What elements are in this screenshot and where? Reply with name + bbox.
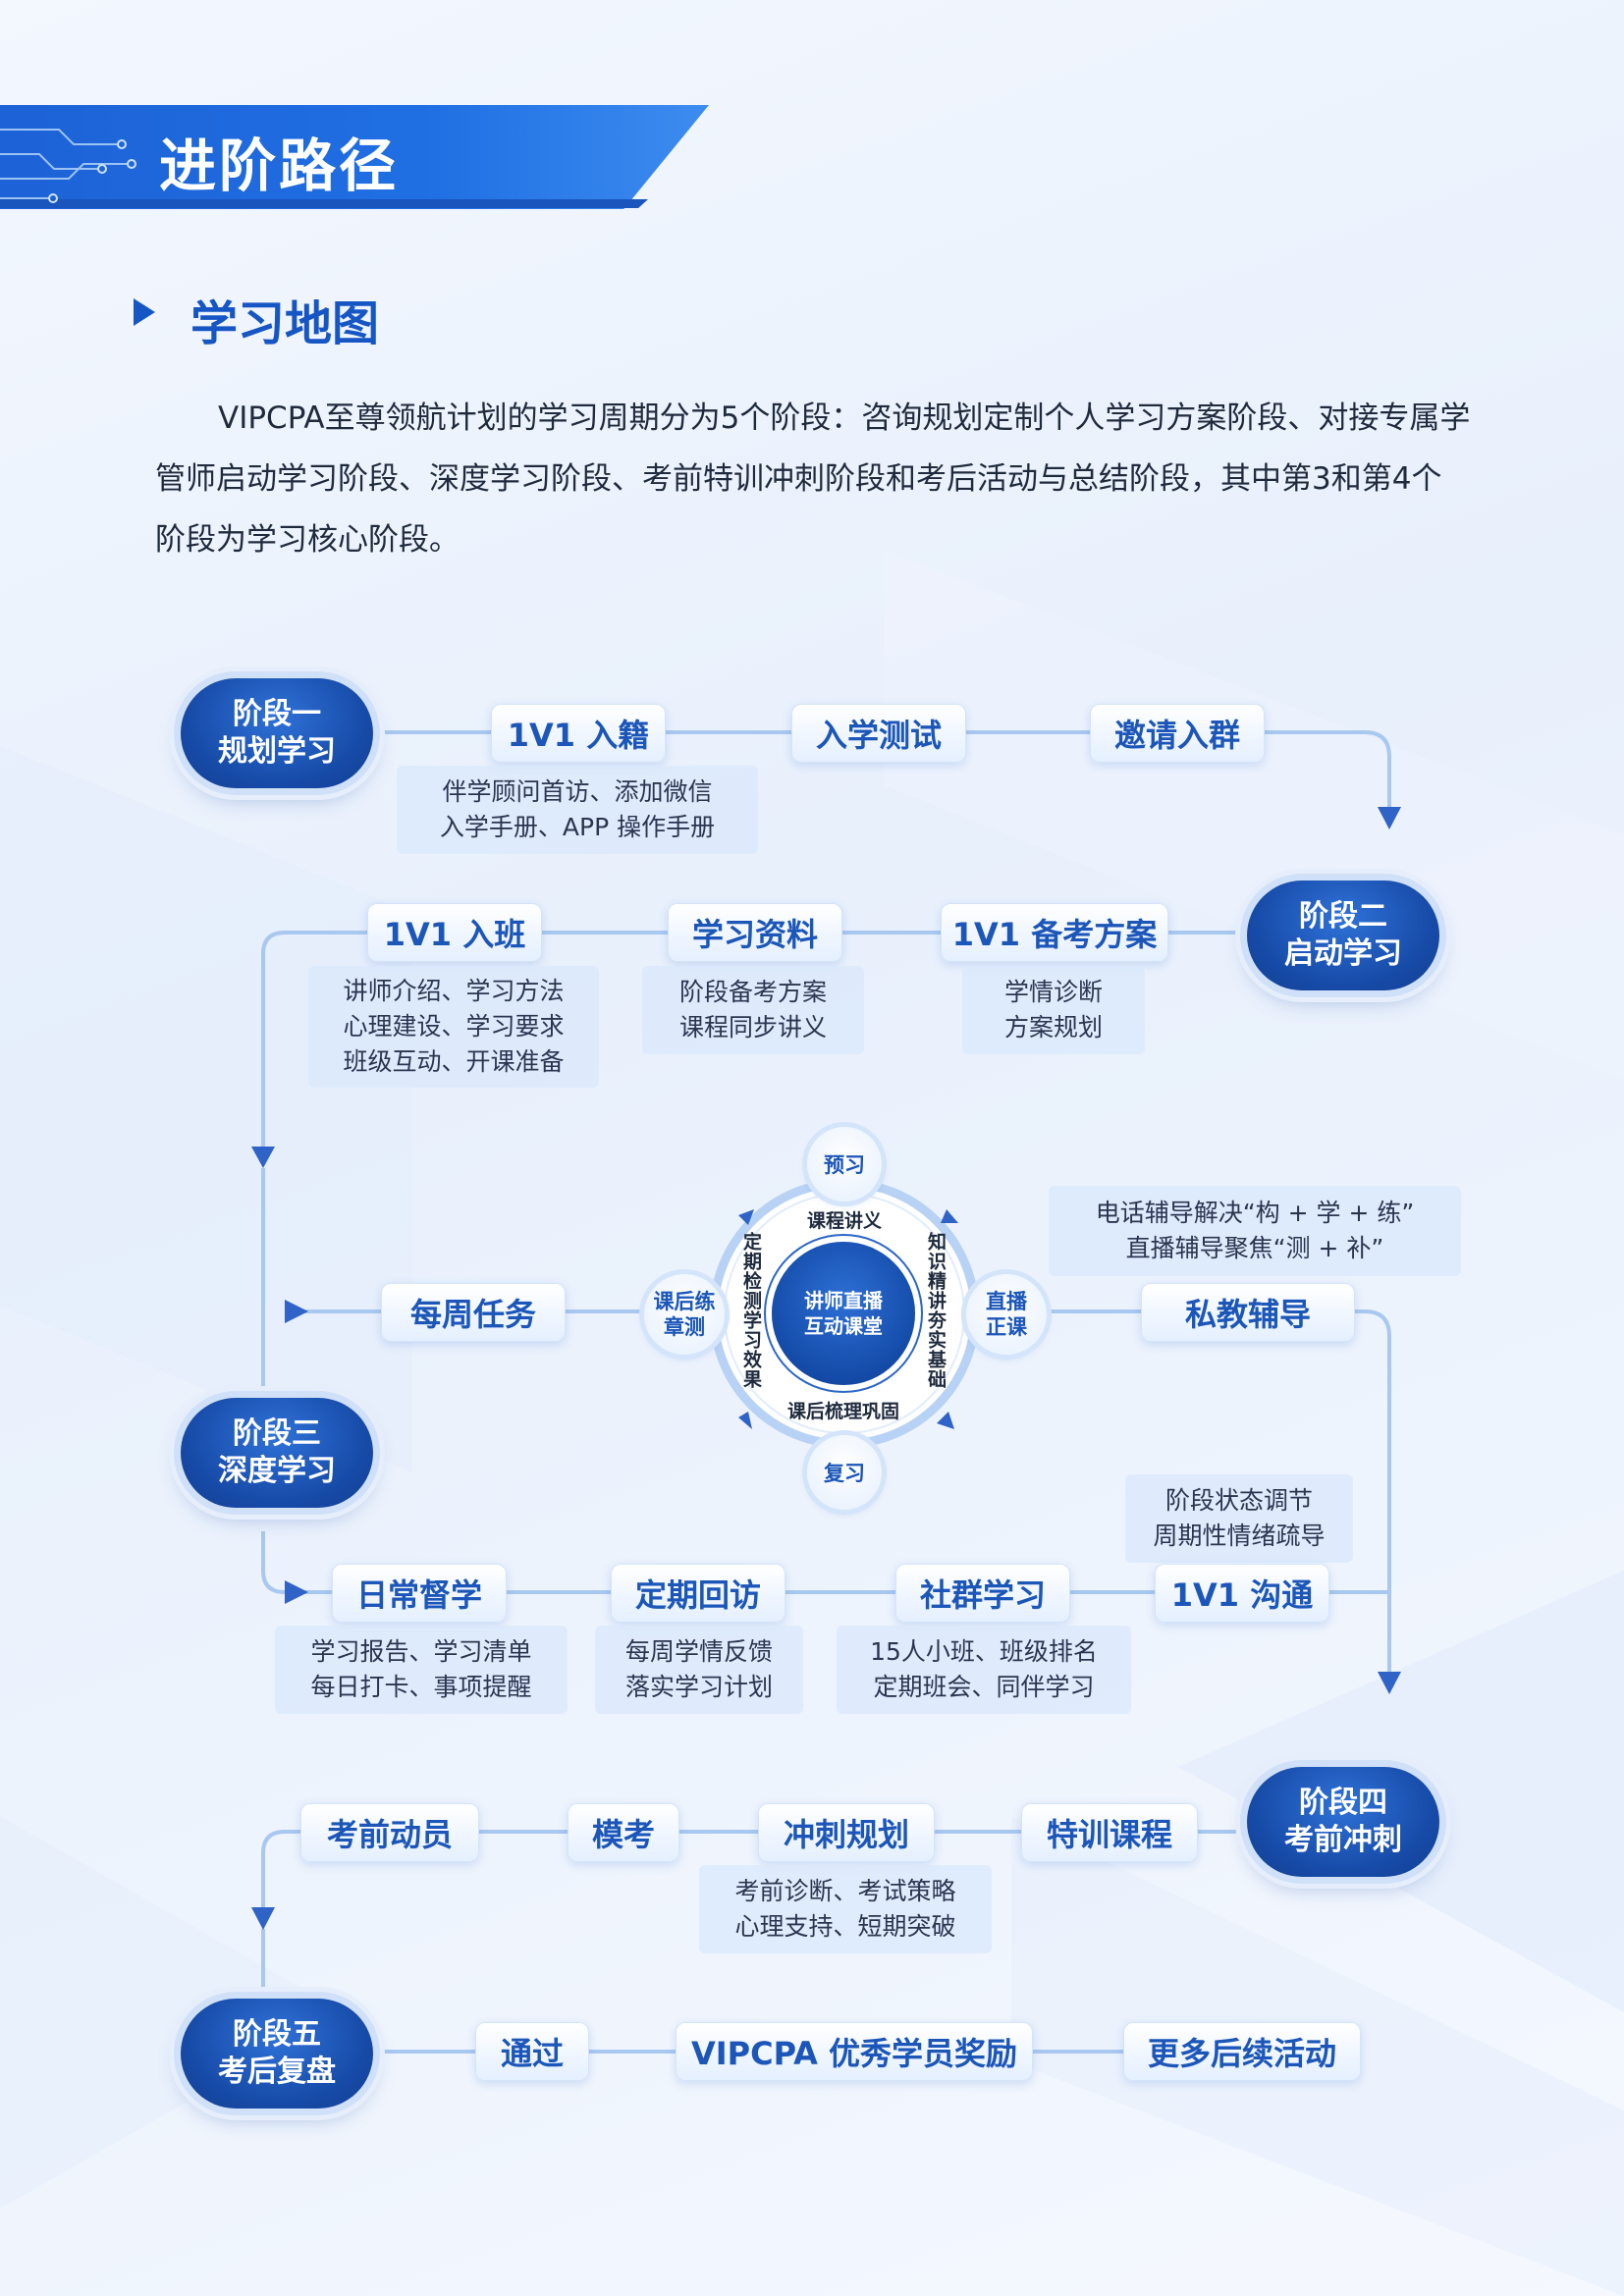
cycle-arrow-icon: [941, 1209, 958, 1223]
cycle-arrow-icon: [738, 1209, 754, 1225]
cycle-arc-right: 知识精讲夯实基础: [925, 1232, 947, 1389]
stage-4-node: 阶段四 考前冲刺: [1247, 1767, 1439, 1877]
stage-1-name: 规划学习: [218, 734, 336, 769]
note-sprint-plan: 考前诊断、考试策略 心理支持、短期突破: [699, 1865, 992, 1953]
step-sprint-plan: 冲刺规划: [758, 1803, 935, 1862]
cycle-node-review: 复习: [807, 1435, 882, 1510]
intro-paragraph: VIPCPA至尊领航计划的学习周期分为5个阶段：咨询规划定制个人学习方案阶段、对…: [155, 400, 1471, 558]
step-exam-plan: 1V1 备考方案: [941, 903, 1168, 962]
section-title: 学习地图: [190, 296, 380, 351]
cycle-node-practice: 课后练 章测: [644, 1274, 725, 1355]
note-private-tutor: 电话辅导解决“构 + 学 + 练” 直播辅导聚焦“测 + 补”: [1049, 1186, 1461, 1276]
step-class-join: 1V1 入班: [367, 903, 542, 962]
cycle-arrow-icon: [738, 1412, 752, 1429]
stage-5-label: 阶段五: [233, 2017, 321, 2052]
step-daily-supervision: 日常督学: [332, 1564, 507, 1623]
note-1v1-communication: 阶段状态调节 周期性情绪疏导: [1125, 1474, 1353, 1563]
circuit-icon: [0, 129, 136, 203]
cycle-arc-left: 定期检测学习效果: [740, 1232, 762, 1389]
cycle-core: 讲师直播 互动课堂: [772, 1242, 915, 1385]
stage-2-name: 启动学习: [1284, 936, 1402, 971]
stage-4-name: 考前冲刺: [1284, 1823, 1402, 1857]
stage-3-label: 阶段三: [233, 1416, 321, 1451]
note-enrollment: 伴学顾问首访、添加微信 入学手册、APP 操作手册: [397, 766, 758, 854]
stage-2-node: 阶段二 启动学习: [1247, 881, 1439, 990]
note-community-study: 15人小班、班级排名 定期班会、同伴学习: [837, 1626, 1131, 1714]
note-materials: 阶段备考方案 课程同步讲义: [642, 966, 864, 1054]
step-1v1-communication: 1V1 沟通: [1155, 1564, 1329, 1623]
step-more-activities: 更多后续活动: [1123, 2022, 1361, 2081]
step-mock-exam: 模考: [568, 1803, 679, 1862]
step-community-study: 社群学习: [895, 1564, 1070, 1623]
cycle-node-live-class: 直播 正课: [966, 1274, 1047, 1355]
cycle-arc-top: 课程讲义: [807, 1210, 883, 1232]
step-excellent-reward: VIPCPA 优秀学员奖励: [676, 2022, 1033, 2081]
stage-5-node: 阶段五 考后复盘: [181, 1999, 373, 2109]
stage-4-label: 阶段四: [1299, 1786, 1387, 1820]
section-marker-icon: [134, 298, 155, 326]
step-weekly-task: 每周任务: [381, 1283, 566, 1342]
step-regular-visit: 定期回访: [611, 1564, 785, 1623]
step-private-tutor: 私教辅导: [1141, 1283, 1355, 1342]
step-enrollment: 1V1 入籍: [491, 704, 666, 763]
cycle-arc-bottom: 课后梳理巩固: [787, 1401, 900, 1422]
stage-2-label: 阶段二: [1299, 899, 1387, 934]
stage-5-name: 考后复盘: [218, 2055, 336, 2089]
step-pass: 通过: [475, 2022, 589, 2081]
cycle-node-preview: 预习: [807, 1127, 882, 1201]
stage-3-name: 深度学习: [218, 1454, 336, 1488]
step-pre-exam-mobilization: 考前动员: [300, 1803, 479, 1862]
note-regular-visit: 每周学情反馈 落实学习计划: [595, 1626, 803, 1714]
stage-1-label: 阶段一: [233, 697, 321, 731]
cycle-arrow-icon: [937, 1412, 954, 1429]
note-exam-plan: 学情诊断 方案规划: [962, 966, 1145, 1054]
step-materials: 学习资料: [668, 903, 842, 962]
stage-3-node: 阶段三 深度学习: [181, 1398, 373, 1508]
header-banner-edge: [0, 199, 648, 208]
step-join-group: 邀请入群: [1090, 704, 1265, 763]
step-entrance-test: 入学测试: [791, 704, 966, 763]
stage-1-node: 阶段一 规划学习: [181, 678, 373, 788]
step-special-training: 特训课程: [1021, 1803, 1198, 1862]
note-class-join: 讲师介绍、学习方法 心理建设、学习要求 班级互动、开课准备: [308, 966, 599, 1088]
header-banner: [0, 105, 709, 209]
note-daily-supervision: 学习报告、学习清单 每日打卡、事项提醒: [275, 1626, 568, 1714]
page-title: 进阶路径: [159, 133, 400, 199]
